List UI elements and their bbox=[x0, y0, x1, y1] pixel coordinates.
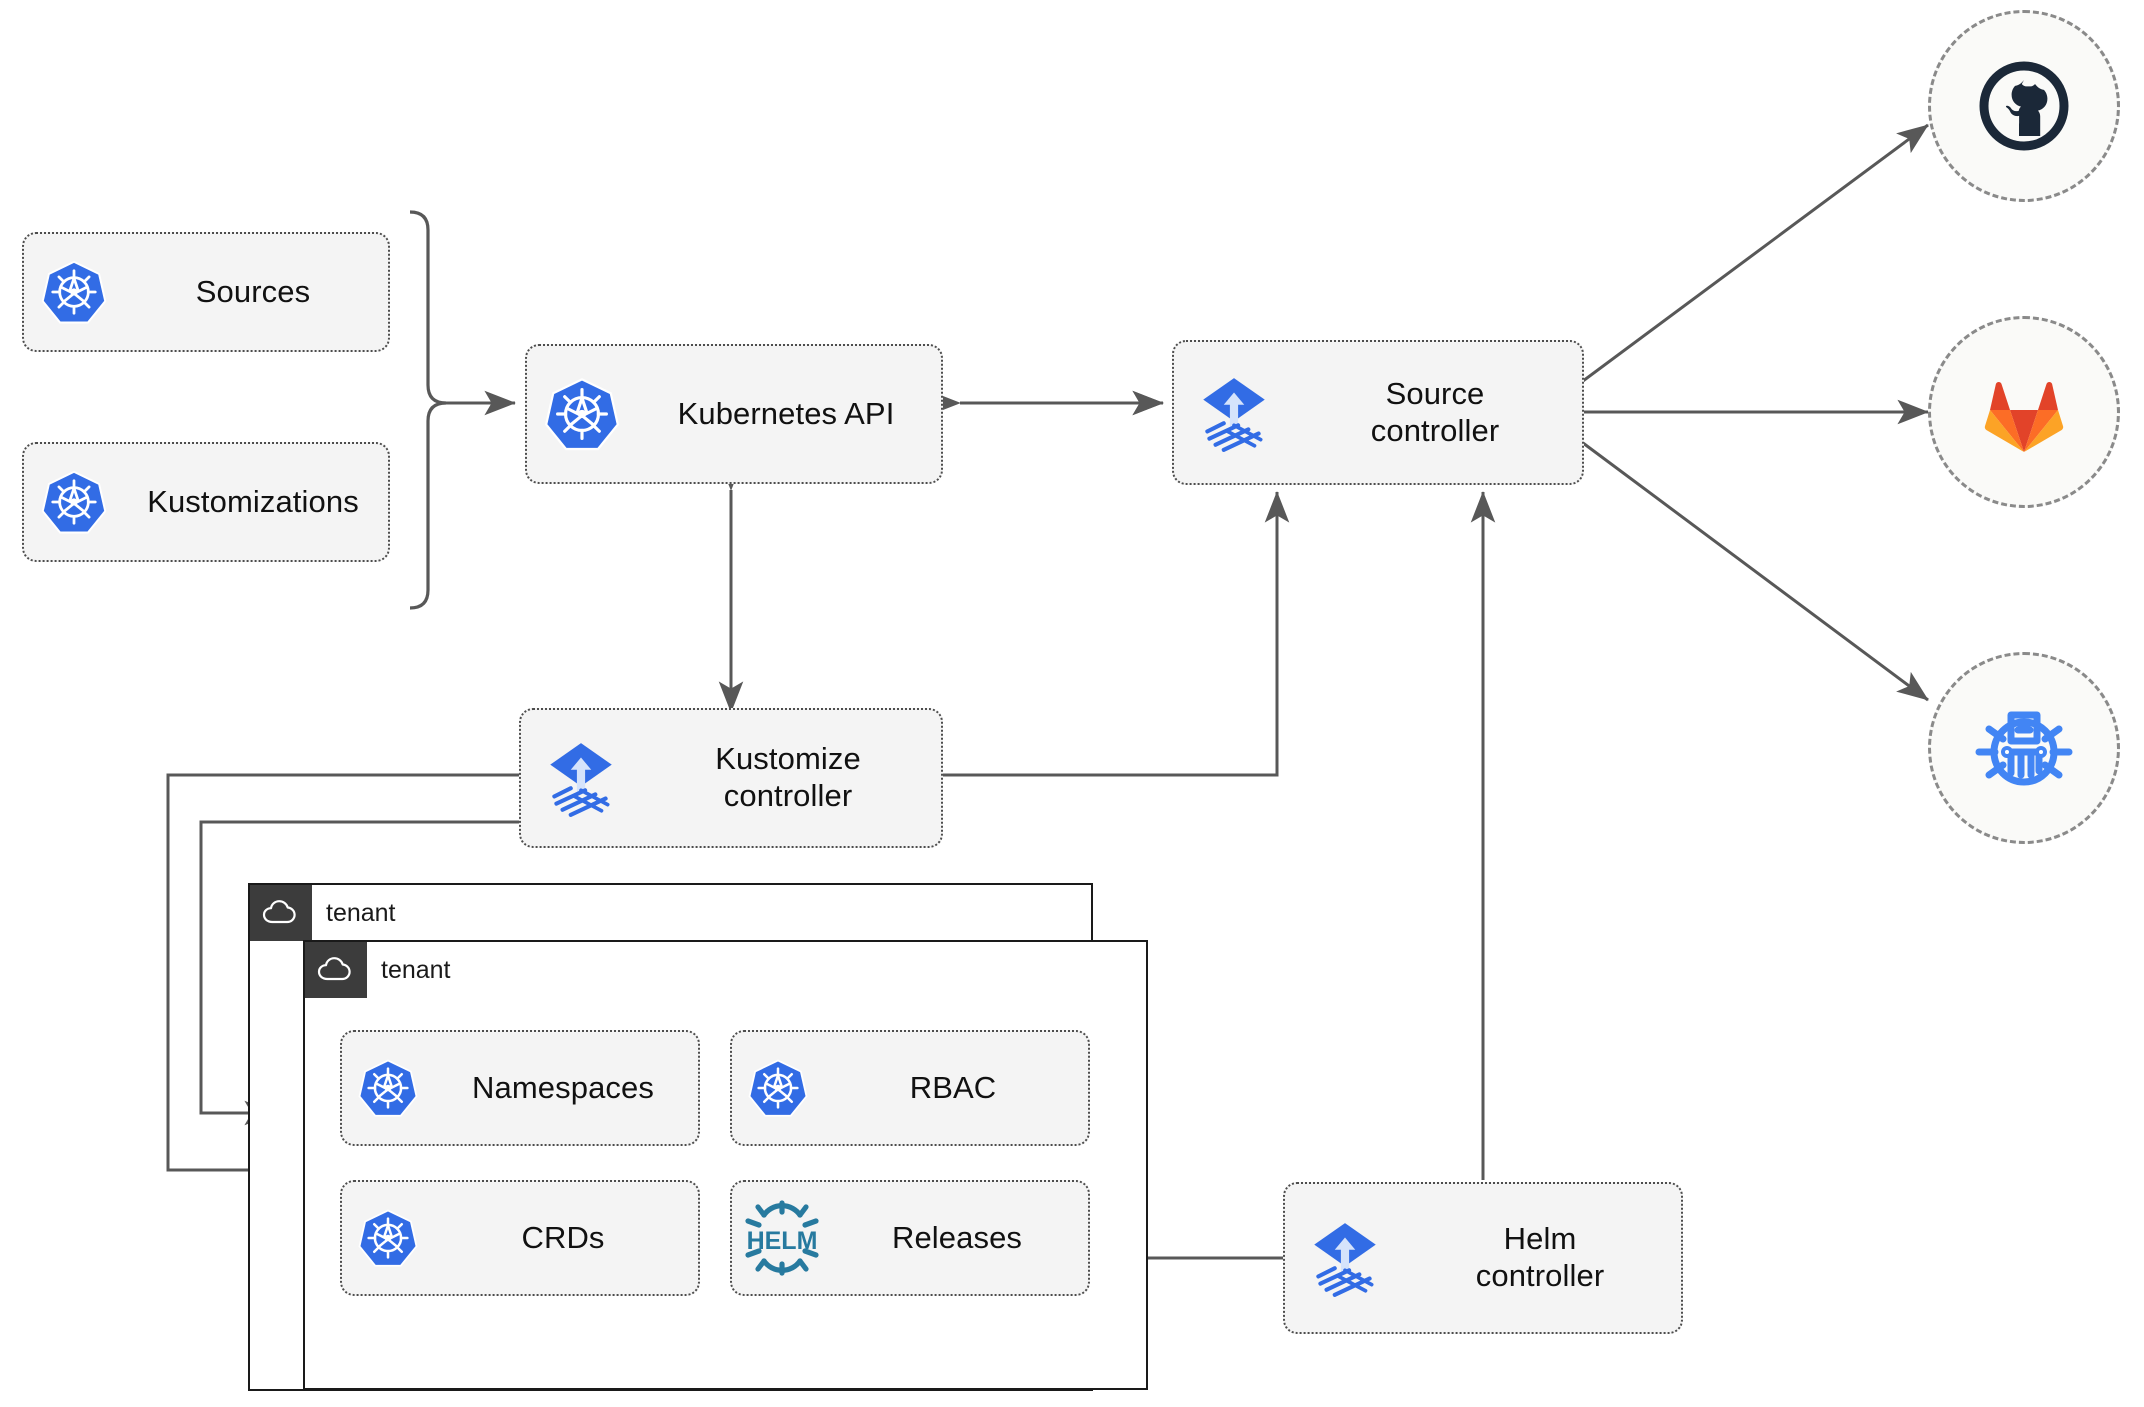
bucket-icon bbox=[1975, 711, 2073, 786]
node-namespaces[interactable]: Namespaces bbox=[340, 1030, 700, 1146]
kubernetes-icon bbox=[527, 375, 637, 453]
node-kustomize-controller[interactable]: Kustomize controller bbox=[519, 708, 943, 848]
node-label: Kustomize controller bbox=[715, 741, 861, 813]
gitlab-icon bbox=[1984, 381, 2064, 452]
tenant-label: tenant bbox=[326, 898, 396, 927]
cloud-icon bbox=[250, 885, 312, 941]
flux-icon bbox=[1174, 372, 1294, 454]
github-icon bbox=[1979, 61, 2069, 151]
node-source-controller[interactable]: Source controller bbox=[1172, 340, 1584, 485]
node-label: Kubernetes API bbox=[677, 395, 895, 431]
node-crds[interactable]: CRDs bbox=[340, 1180, 700, 1296]
external-gitlab[interactable] bbox=[1928, 316, 2120, 508]
node-helm-controller[interactable]: Helm controller bbox=[1283, 1182, 1683, 1334]
node-label: Source controller bbox=[1370, 375, 1500, 448]
tenant-label: tenant bbox=[381, 955, 451, 984]
node-label: Kustomizations bbox=[147, 483, 359, 519]
node-label: CRDs bbox=[521, 1219, 605, 1255]
node-releases[interactable]: HELM Releases bbox=[730, 1180, 1090, 1296]
kubernetes-icon bbox=[24, 258, 124, 326]
node-label: Releases bbox=[891, 1219, 1023, 1255]
node-label: RBAC bbox=[909, 1069, 997, 1105]
tenant-window-inner[interactable]: tenant bbox=[303, 940, 1148, 1390]
node-rbac[interactable]: RBAC bbox=[730, 1030, 1090, 1146]
kubernetes-icon bbox=[342, 1057, 434, 1119]
cloud-icon bbox=[305, 942, 367, 998]
flux-icon bbox=[521, 737, 641, 819]
node-kubernetes-api[interactable]: Kubernetes API bbox=[525, 344, 943, 484]
flux-icon bbox=[1285, 1217, 1405, 1299]
kubernetes-icon bbox=[24, 468, 124, 536]
kubernetes-icon bbox=[342, 1207, 434, 1269]
node-label: Namespaces bbox=[472, 1069, 654, 1105]
node-kustomizations[interactable]: Kustomizations bbox=[22, 442, 390, 562]
node-label: Helm controller bbox=[1475, 1221, 1605, 1293]
helm-icon: HELM bbox=[732, 1199, 832, 1277]
kubernetes-icon bbox=[732, 1057, 824, 1119]
external-bucket[interactable] bbox=[1928, 652, 2120, 844]
external-github[interactable] bbox=[1928, 10, 2120, 202]
node-label: Sources bbox=[195, 273, 311, 309]
node-sources[interactable]: Sources bbox=[22, 232, 390, 352]
svg-text:HELM: HELM bbox=[747, 1227, 818, 1255]
